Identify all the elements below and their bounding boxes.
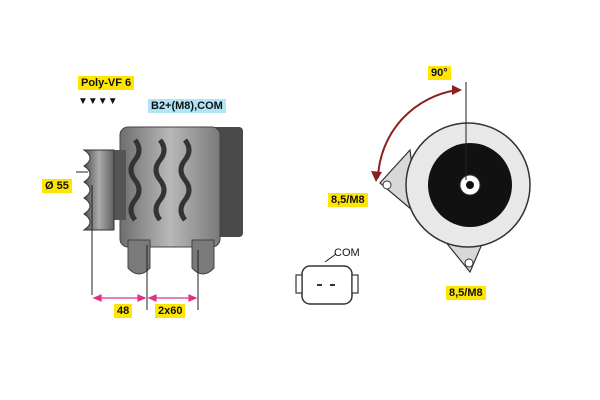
alternator-side-view (82, 126, 243, 275)
pulley-type-label: Poly-VF 6 (78, 76, 135, 90)
mount-left-label: 8,5/M8 (328, 193, 368, 207)
housing-slot-2 (153, 138, 167, 222)
dimension-2x60-label: 2x60 (155, 304, 186, 318)
dimension-lines (76, 171, 199, 310)
housing-slot-3 (178, 138, 192, 222)
pulley-hub (112, 150, 126, 220)
angle-arc (371, 82, 467, 182)
mounting-foot-left (127, 239, 151, 275)
angle-label: 90° (428, 66, 451, 80)
alternator-front-view (379, 122, 531, 274)
plug-connector-icon (295, 253, 359, 305)
pulley (82, 149, 115, 231)
housing-slot-1 (128, 138, 142, 222)
plug-label: COM (334, 247, 360, 259)
mount-bottom-label: 8,5/M8 (446, 286, 486, 300)
alternator-housing (119, 126, 221, 248)
pulley-icon: ▼▼▼▼ (78, 96, 118, 107)
diameter-label: Ø 55 (42, 179, 72, 193)
connection-label: B2+(M8),COM (148, 99, 226, 113)
mounting-foot-right (191, 239, 215, 275)
dimension-48-label: 48 (114, 304, 133, 318)
